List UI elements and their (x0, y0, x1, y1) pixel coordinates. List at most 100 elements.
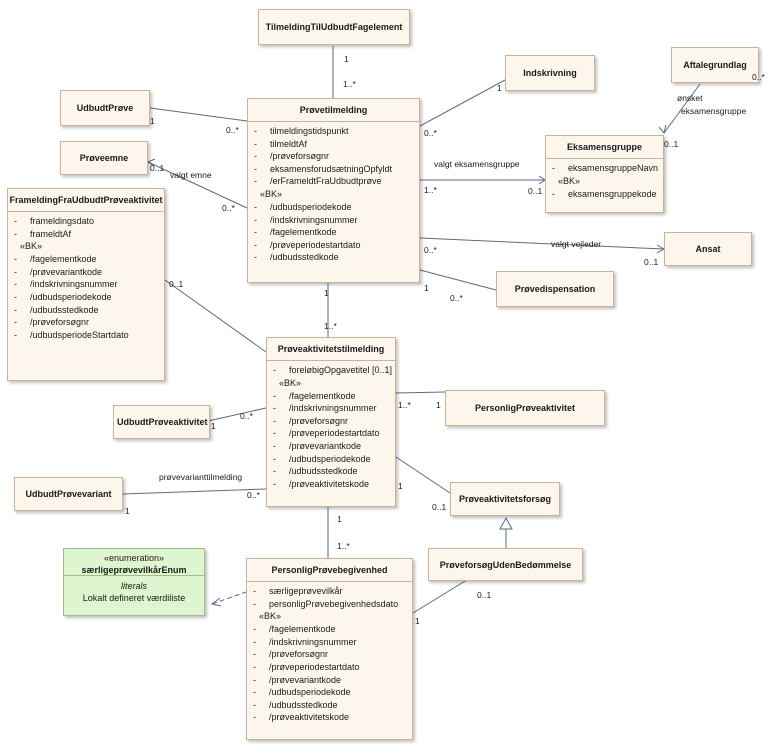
attribute: -eksamensforudsætningOpfyldt (254, 163, 393, 174)
attribute: -tilmeldtAf (254, 138, 308, 149)
mult-label: 0..1 (664, 139, 679, 149)
class-name: PrøveforsøgUdenBedømmelse (439, 559, 572, 570)
mult-label: 1 (424, 283, 429, 293)
class-udbudt-proeveaktivitet[interactable]: UdbudtPrøveaktivitet (113, 405, 210, 439)
class-udbudt-proeve[interactable]: UdbudtPrøve (60, 90, 150, 126)
mult-label: 1..* (343, 79, 356, 89)
class-indskrivning[interactable]: Indskrivning (505, 55, 595, 91)
class-personlig-proevebegivenhed[interactable]: PersonligPrøvebegivenhed -særligeprøvevi… (246, 558, 413, 740)
enumeration-saerligeproevevilkaar[interactable]: «enumeration» særligeprøvevilkårEnum lit… (63, 548, 205, 616)
generalization-triangle (499, 516, 513, 530)
class-proeveaktivitetstilmelding[interactable]: Prøveaktivitetstilmelding -foreløbigOpga… (266, 337, 396, 507)
key-attribute: -/indskrivningsnummer (254, 214, 358, 225)
key-attribute: -/udbudsperiodekode (273, 453, 371, 464)
key-attribute: -/prøveperiodestartdato (273, 428, 380, 439)
attribute-list: -foreløbigOpgavetitel [0..1] «BK» -/fage… (267, 361, 395, 490)
stereotype-label: «BK» (259, 611, 282, 622)
stereotype-label: «BK» (260, 188, 283, 199)
attribute: -/erFrameldtFraUdbudtprøve (254, 176, 382, 187)
mult-label: 1 (398, 481, 403, 491)
key-attribute: -/prøvevariantkode (253, 674, 342, 685)
stereotype-label: «BK» (20, 241, 43, 252)
key-attribute: -/udbudsperiodeStartdato (14, 329, 129, 340)
attribute-list: -særligeprøvevilkår -personligPrøvebegiv… (247, 582, 412, 724)
mult-label: 0..1 (432, 502, 447, 512)
assoc-aftalegrundlag (663, 83, 701, 134)
class-framelding-fra-udbudt-proeveaktivitet[interactable]: FrameldingFraUdbudtPrøveaktivitet -frame… (7, 188, 165, 381)
mult-label: 1..* (424, 185, 437, 195)
class-name: Indskrivning (523, 68, 577, 78)
key-attribute: -/fagelementkode (273, 390, 356, 401)
key-attribute: -/prøveperiodestartdato (254, 239, 361, 250)
arrow-dependency (210, 597, 222, 607)
class-ansat[interactable]: Ansat (664, 232, 752, 266)
mult-label: 1 (497, 83, 502, 93)
class-name: PersonligPrøvebegivenhed (247, 559, 412, 582)
mult-label: 0..1 (528, 186, 543, 196)
key-attribute: -/prøveaktivitetskode (253, 712, 350, 723)
enum-stereotype: «enumeration» (103, 553, 165, 563)
key-attribute: -/indskrivningsnummer (273, 403, 377, 414)
mult-label: 1 (211, 421, 216, 431)
assoc-personligproeveaktivitet (395, 391, 446, 394)
stereotype-label: «BK» (558, 175, 581, 186)
mult-label: 1 (415, 616, 420, 626)
class-proeveaktivitetsforsoeg[interactable]: Prøveaktivitetsforsøg (450, 482, 560, 516)
key-attribute: -/indskrivningsnummer (253, 636, 357, 647)
class-tilmelding-til-udbudt-fagelement[interactable]: TilmeldingTilUdbudtFagelement (258, 9, 410, 45)
class-proeveforsoeg-uden-bedoemmelse[interactable]: PrøveforsøgUdenBedømmelse (428, 548, 583, 581)
mult-label: 1..* (398, 400, 411, 410)
key-attribute: -/udbudsstedkode (14, 304, 99, 315)
mult-label: 0..* (752, 72, 765, 82)
key-attribute: -/prøveforsøgnr (253, 649, 329, 660)
attribute: -særligeprøvevilkår (253, 586, 343, 596)
mult-label: 0..* (226, 125, 239, 135)
class-name: Prøveemne (79, 153, 129, 163)
role-label: valgt vejleder (551, 239, 602, 249)
attribute: -frameldingsdato (14, 216, 95, 226)
assoc-framelding (164, 279, 267, 353)
key-attribute: -/prøvevariantkode (273, 440, 362, 451)
mult-label: 0..* (240, 411, 253, 421)
role-label: valgt emne (170, 170, 212, 180)
attribute: -personligPrøvebegivenhedsdato (253, 598, 399, 609)
mult-label: 0..1 (169, 279, 184, 289)
class-name: FrameldingFraUdbudtPrøveaktivitet (8, 189, 164, 212)
class-name: Prøvetilmelding (248, 99, 419, 122)
role-label: valgt eksamensgruppe (434, 159, 520, 169)
class-name: Ansat (695, 244, 721, 254)
attribute-list: -tilmeldingstidspunkt -tilmeldtAf -/prøv… (248, 122, 419, 264)
enum-header: «enumeration» særligeprøvevilkårEnum (64, 549, 204, 576)
assoc-uden-begivenhed (412, 577, 471, 614)
assoc-proevedispensation (419, 269, 497, 291)
literals-heading: literals (120, 581, 147, 591)
role-label: prøvevarianttilmelding (159, 472, 243, 482)
class-proevetilmelding[interactable]: Prøvetilmelding -tilmeldingstidspunkt -t… (247, 98, 420, 283)
attribute-list: -frameldingsdato -frameldtAf «BK» -/fage… (8, 212, 164, 341)
key-attribute: -/fagelementkode (254, 227, 337, 238)
class-aftalegrundlag[interactable]: Aftalegrundlag (671, 47, 759, 83)
key-attribute: -/udbudsperiodekode (254, 201, 352, 212)
attribute: -tilmeldingstidspunkt (254, 126, 349, 136)
mult-label: 0..* (424, 245, 437, 255)
mult-label: 0..* (450, 293, 463, 303)
class-personlig-proeveaktivitet[interactable]: PersonligPrøveaktivitet (445, 390, 605, 426)
enum-name: særligeprøvevilkårEnum (81, 565, 187, 575)
mult-label: 1 (125, 506, 130, 516)
class-eksamensgruppe[interactable]: Eksamensgruppe -eksamensgruppeNavn «BK» … (545, 135, 664, 213)
class-name: UdbudtPrøvevariant (25, 489, 112, 499)
assoc-proeveemne (147, 161, 248, 209)
key-attribute: -eksamensgruppekode (552, 188, 657, 199)
key-attribute: -/prøveforsøgnr (273, 415, 349, 426)
class-name: Eksamensgruppe (546, 136, 663, 159)
enum-literals: literals Lokalt defineret værdiliste (64, 576, 204, 604)
mult-label: 0..* (424, 128, 437, 138)
class-udbudt-proevevariant[interactable]: UdbudtPrøvevariant (14, 477, 123, 511)
key-attribute: -/prøveperiodestartdato (253, 661, 360, 672)
class-proevedispensation[interactable]: Prøvedispensation (496, 271, 614, 307)
class-name: UdbudtPrøveaktivitet (117, 417, 208, 427)
class-proeveemne[interactable]: Prøveemne (60, 141, 148, 175)
class-name: Aftalegrundlag (683, 60, 747, 70)
key-attribute: -/udbudsstedkode (273, 466, 358, 477)
